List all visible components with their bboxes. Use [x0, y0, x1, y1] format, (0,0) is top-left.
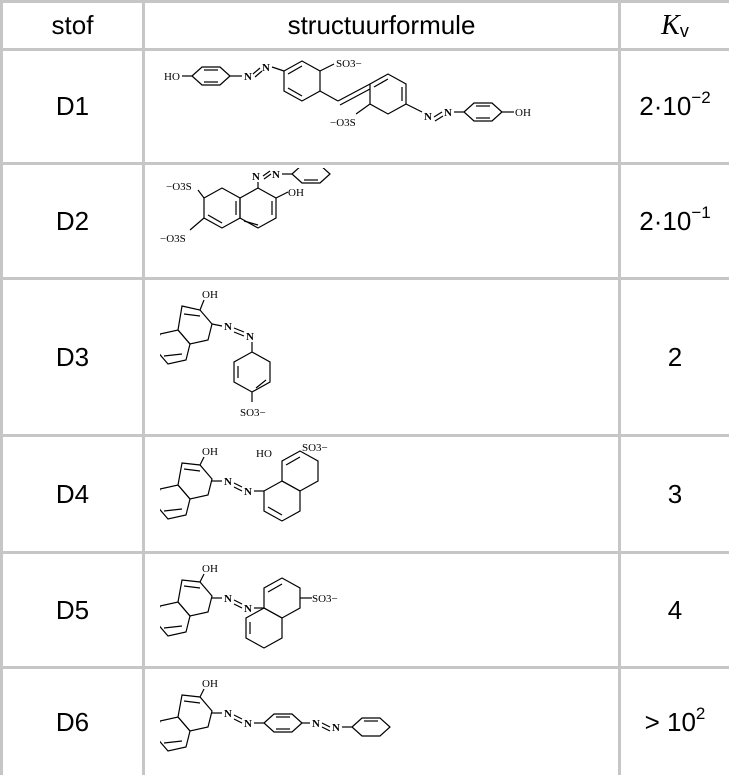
table-row-kv: 2·10−2 [621, 51, 729, 162]
table-row-stof: D3 [3, 280, 142, 434]
stof-label: D6 [55, 706, 90, 737]
svg-text:N: N [444, 107, 452, 119]
grid-line [0, 48, 729, 51]
svg-text:OH: OH [202, 446, 218, 458]
table-row-stof: D4 [3, 437, 142, 551]
table-row-kv: 3 [621, 437, 729, 551]
svg-text:−O3S: −O3S [160, 233, 186, 245]
stof-label: D4 [55, 478, 90, 509]
svg-text:OH: OH [515, 107, 531, 119]
svg-text:N: N [224, 321, 232, 333]
kv-value: 2 [667, 341, 683, 372]
structure-formula-d4: OH N N HO SO3− [160, 442, 328, 522]
svg-text:N: N [244, 603, 252, 615]
svg-text:SO3−: SO3− [312, 593, 338, 605]
svg-text:N: N [224, 708, 232, 720]
grid-line [0, 551, 729, 554]
svg-text:SO3−: SO3− [302, 442, 328, 454]
svg-text:N: N [224, 476, 232, 488]
svg-text:N: N [312, 718, 320, 730]
header-kv-subscript: v [679, 21, 689, 41]
table-row-kv: > 102 [621, 669, 729, 775]
structure-formula-d6: OH N N N N [160, 678, 391, 752]
kv-value: 2·10−2 [639, 88, 711, 121]
svg-text:−O3S: −O3S [330, 117, 356, 129]
svg-text:SO3−: SO3− [336, 58, 362, 70]
structure-formula-d5: OH N N SO3− [160, 563, 338, 649]
table-row-kv: 4 [621, 554, 729, 666]
table-row-stof: D2 [3, 165, 142, 277]
kv-value: 3 [667, 478, 683, 509]
svg-text:N: N [244, 486, 252, 498]
header-kv-symbol: K [661, 9, 680, 41]
svg-text:N: N [424, 111, 432, 123]
svg-text:OH: OH [202, 678, 218, 690]
grid-line [0, 277, 729, 280]
grid-line [0, 434, 729, 437]
grid-line [0, 666, 729, 669]
svg-text:N: N [332, 722, 340, 734]
kv-value: > 102 [644, 703, 706, 737]
svg-text:N: N [252, 171, 260, 183]
structure-formula-d1: HO N N SO3− −O3S N N OH [164, 58, 531, 129]
structure-formula-d2: −O3S −O3S N N OH [160, 168, 331, 245]
svg-text:SO3−: SO3− [240, 407, 266, 419]
structure-formula-d3: OH N N SO3− [160, 289, 271, 419]
svg-text:N: N [246, 331, 254, 343]
svg-text:HO: HO [256, 448, 272, 460]
stof-label: D3 [55, 341, 90, 372]
svg-text:N: N [272, 169, 280, 181]
grid-line [142, 0, 145, 775]
table-row-kv: 2·10−1 [621, 165, 729, 277]
grid-line [618, 0, 621, 775]
table-row-kv: 2 [621, 280, 729, 434]
stof-label: D5 [55, 594, 90, 625]
svg-text:OH: OH [202, 289, 218, 301]
grid-line [0, 0, 3, 775]
header-structuurformule: structuurformule [145, 3, 618, 48]
table-row-stof: D1 [3, 51, 142, 162]
stof-label: D1 [55, 91, 90, 121]
svg-text:OH: OH [288, 187, 304, 199]
svg-text:N: N [262, 62, 270, 74]
svg-text:HO: HO [164, 71, 180, 83]
svg-text:N: N [224, 593, 232, 605]
grid-line [0, 162, 729, 165]
svg-text:OH: OH [202, 563, 218, 575]
stof-label: D2 [55, 205, 90, 236]
table-row-stof: D6 [3, 669, 142, 775]
svg-text:N: N [244, 71, 252, 83]
svg-text:−O3S: −O3S [166, 181, 192, 193]
grid-line [0, 0, 729, 3]
kv-value: 4 [667, 594, 683, 625]
kv-value: 2·10−1 [639, 202, 711, 236]
svg-text:N: N [244, 718, 252, 730]
header-stof: stof [3, 3, 142, 48]
header-structuurformule-label: structuurformule [287, 10, 476, 40]
header-stof-label: stof [51, 10, 94, 40]
table-row-stof: D5 [3, 554, 142, 666]
